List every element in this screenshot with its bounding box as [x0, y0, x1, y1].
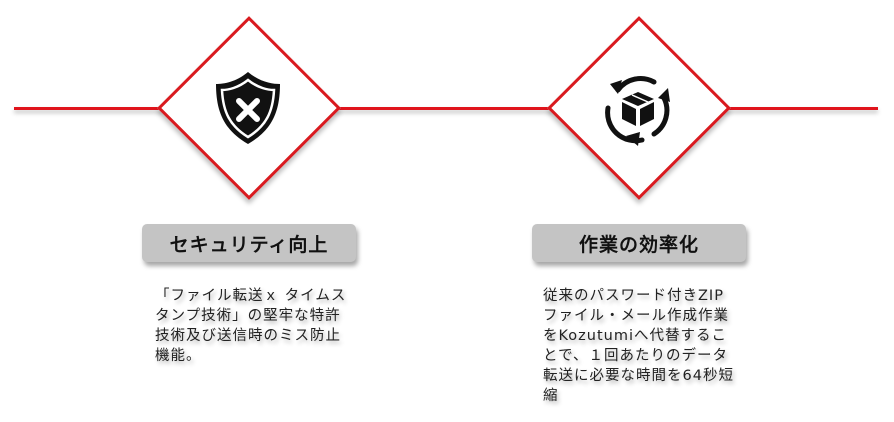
security-description: 「ファイル転送ｘ タイムス タンプ技術」の堅牢な特許 技術及び送信時のミス防止 … [155, 288, 347, 364]
package-cycle-icon [605, 76, 670, 146]
efficiency-title: 作業の効率化 [578, 233, 699, 256]
security-title: セキュリティ向上 [169, 233, 329, 256]
efficiency-title-label: 作業の効率化 [532, 224, 746, 262]
timeline-line [14, 107, 878, 110]
shield-x-icon [216, 72, 280, 144]
efficiency-description: 従来のパスワード付きZIP ファイル・メール作成作業 をKozutumiへ代替す… [543, 288, 734, 404]
security-title-label: セキュリティ向上 [142, 224, 356, 262]
